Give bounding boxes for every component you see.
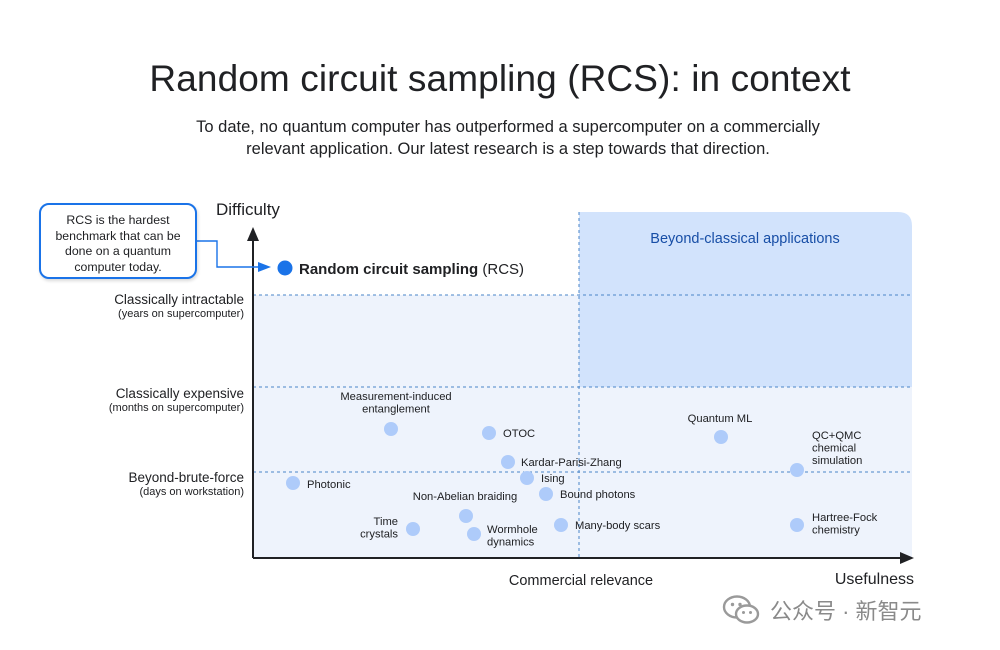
y-level-brute-force: Beyond-brute-force (days on workstation) <box>128 469 244 499</box>
y-level-sublabel: (years on supercomputer) <box>118 308 244 320</box>
chart-title: Random circuit sampling (RCS): in contex… <box>149 58 851 99</box>
y-level-expensive: Classically expensive (months on superco… <box>109 385 244 415</box>
subtitle-line: relevant application. Our latest researc… <box>246 140 770 158</box>
point-label: chemical <box>812 443 856 455</box>
scatter-point <box>714 430 728 444</box>
point-label: Measurement-induced <box>340 391 451 403</box>
callout-connector <box>197 240 258 268</box>
point-label: Wormhole <box>487 524 538 536</box>
callout-arrow-icon <box>258 262 271 272</box>
point-label: Non-Abelian braiding <box>413 491 517 503</box>
y-level-label: Classically expensive <box>115 386 244 401</box>
scatter-point <box>539 487 553 501</box>
point-label: QC+QMC <box>812 430 861 442</box>
watermark: 公众号 · 新智元 <box>722 590 922 630</box>
point-label: Kardar-Parisi-Zhang <box>521 457 622 469</box>
scatter-point <box>482 426 496 440</box>
point-label: OTOC <box>503 428 535 440</box>
chart-subtitle: To date, no quantum computer has outperf… <box>150 116 866 160</box>
point-label: Ising <box>541 473 565 485</box>
rcs-point <box>277 260 293 276</box>
scatter-point <box>554 518 568 532</box>
x-axis-arrow-icon <box>900 552 914 564</box>
y-axis-arrow-icon <box>247 227 259 241</box>
point-label: Time <box>374 516 398 528</box>
point-label: entanglement <box>362 404 431 416</box>
y-level-label: Beyond-brute-force <box>128 470 244 485</box>
subtitle-line: To date, no quantum computer has outperf… <box>196 118 820 136</box>
point-label: Many-body scars <box>575 520 661 532</box>
region-label: Beyond-classical applications <box>650 231 839 247</box>
point-label: Photonic <box>307 479 351 491</box>
y-level-sublabel: (days on workstation) <box>139 486 244 498</box>
rcs-point-label: Random circuit sampling (RCS) <box>299 261 524 278</box>
wechat-icon <box>722 594 762 626</box>
y-level-sublabel: (months on supercomputer) <box>108 402 244 414</box>
scatter-point <box>790 463 804 477</box>
y-axis-title: Difficulty <box>216 200 280 219</box>
watermark-text: 公众号 · 新智元 <box>770 599 922 624</box>
point-label: Bound photons <box>560 489 636 501</box>
callout-line: done on a quantum <box>65 244 171 258</box>
scatter-point <box>459 509 473 523</box>
callout-line: RCS is the hardest <box>66 213 170 227</box>
x-axis-title: Usefulness <box>835 571 914 588</box>
callout-line: benchmark that can be <box>55 228 181 243</box>
scatter-point <box>467 527 481 541</box>
commercial-relevance-label: Commercial relevance <box>509 573 653 589</box>
point-label: crystals <box>360 529 398 541</box>
scatter-point <box>790 518 804 532</box>
point-label: chemistry <box>812 525 860 537</box>
callout-line: computer today. <box>74 259 162 274</box>
point-label: simulation <box>812 455 862 467</box>
y-level-intractable: Classically intractable (years on superc… <box>114 291 244 321</box>
scatter-point <box>520 471 534 485</box>
rcs-label-bold: Random circuit sampling <box>299 261 482 278</box>
scatter-point <box>286 476 300 490</box>
scatter-point <box>501 455 515 469</box>
scatter-point <box>384 422 398 436</box>
point-label: Hartree-Fock <box>812 512 878 524</box>
point-label: dynamics <box>487 537 535 549</box>
point-label: Quantum ML <box>688 413 753 425</box>
scatter-point <box>406 522 420 536</box>
y-level-label: Classically intractable <box>114 292 244 307</box>
beyond-classical-region <box>579 212 912 387</box>
rcs-callout: RCS is the hardest benchmark that can be… <box>39 203 197 279</box>
rcs-label-rest: (RCS) <box>482 261 524 278</box>
